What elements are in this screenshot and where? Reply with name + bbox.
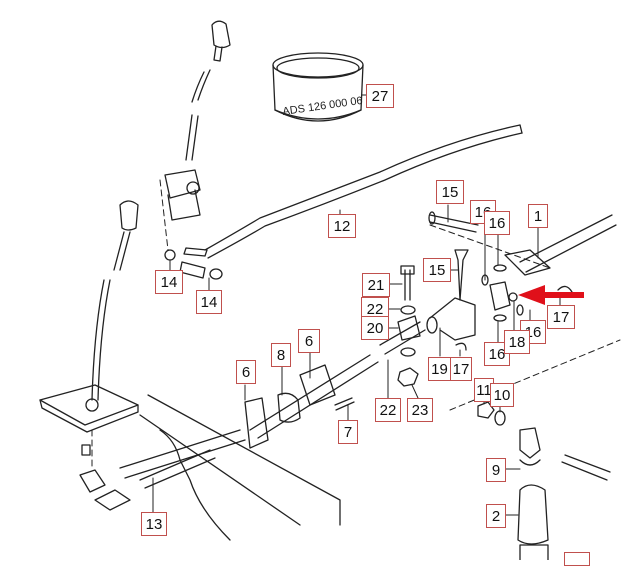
callout-10[interactable]: 10 bbox=[490, 383, 514, 407]
ring-part-27 bbox=[272, 52, 364, 122]
highlight-arrow bbox=[518, 285, 584, 305]
callout-17[interactable]: 17 bbox=[450, 357, 472, 381]
lower-shift-lever bbox=[39, 200, 139, 511]
callout-19[interactable]: 19 bbox=[428, 357, 451, 381]
shift-rod-12 bbox=[204, 124, 523, 259]
callout-21[interactable]: 21 bbox=[362, 273, 390, 297]
callout-22[interactable]: 22 bbox=[375, 398, 401, 422]
callout-15[interactable]: 15 bbox=[436, 180, 464, 204]
callout-partial[interactable] bbox=[564, 552, 590, 566]
main-shaft bbox=[119, 321, 426, 479]
callout-1[interactable]: 1 bbox=[528, 204, 548, 228]
callout-18[interactable]: 18 bbox=[504, 330, 530, 354]
shift-rod-1 bbox=[504, 214, 617, 276]
callout-9[interactable]: 9 bbox=[486, 458, 506, 482]
arrow-shaft bbox=[540, 292, 584, 298]
callout-16[interactable]: 16 bbox=[484, 211, 510, 235]
callout-17[interactable]: 17 bbox=[547, 305, 575, 329]
callout-20[interactable]: 20 bbox=[361, 316, 389, 340]
callout-7[interactable]: 7 bbox=[338, 420, 358, 444]
callout-14[interactable]: 14 bbox=[196, 290, 222, 314]
callout-27[interactable]: 27 bbox=[366, 84, 394, 108]
callout-15[interactable]: 15 bbox=[423, 258, 451, 282]
callout-12[interactable]: 12 bbox=[328, 214, 356, 238]
callout-6[interactable]: 6 bbox=[298, 329, 320, 353]
callout-2[interactable]: 2 bbox=[486, 504, 506, 528]
callout-11[interactable]: 11 bbox=[474, 378, 494, 402]
arrow-head bbox=[518, 285, 545, 305]
callout-14[interactable]: 14 bbox=[155, 270, 183, 294]
callout-23[interactable]: 23 bbox=[407, 398, 433, 422]
callout-8[interactable]: 8 bbox=[271, 343, 291, 367]
callout-13[interactable]: 13 bbox=[141, 512, 167, 536]
upper-shift-lever bbox=[164, 20, 231, 221]
callout-6[interactable]: 6 bbox=[236, 360, 256, 384]
